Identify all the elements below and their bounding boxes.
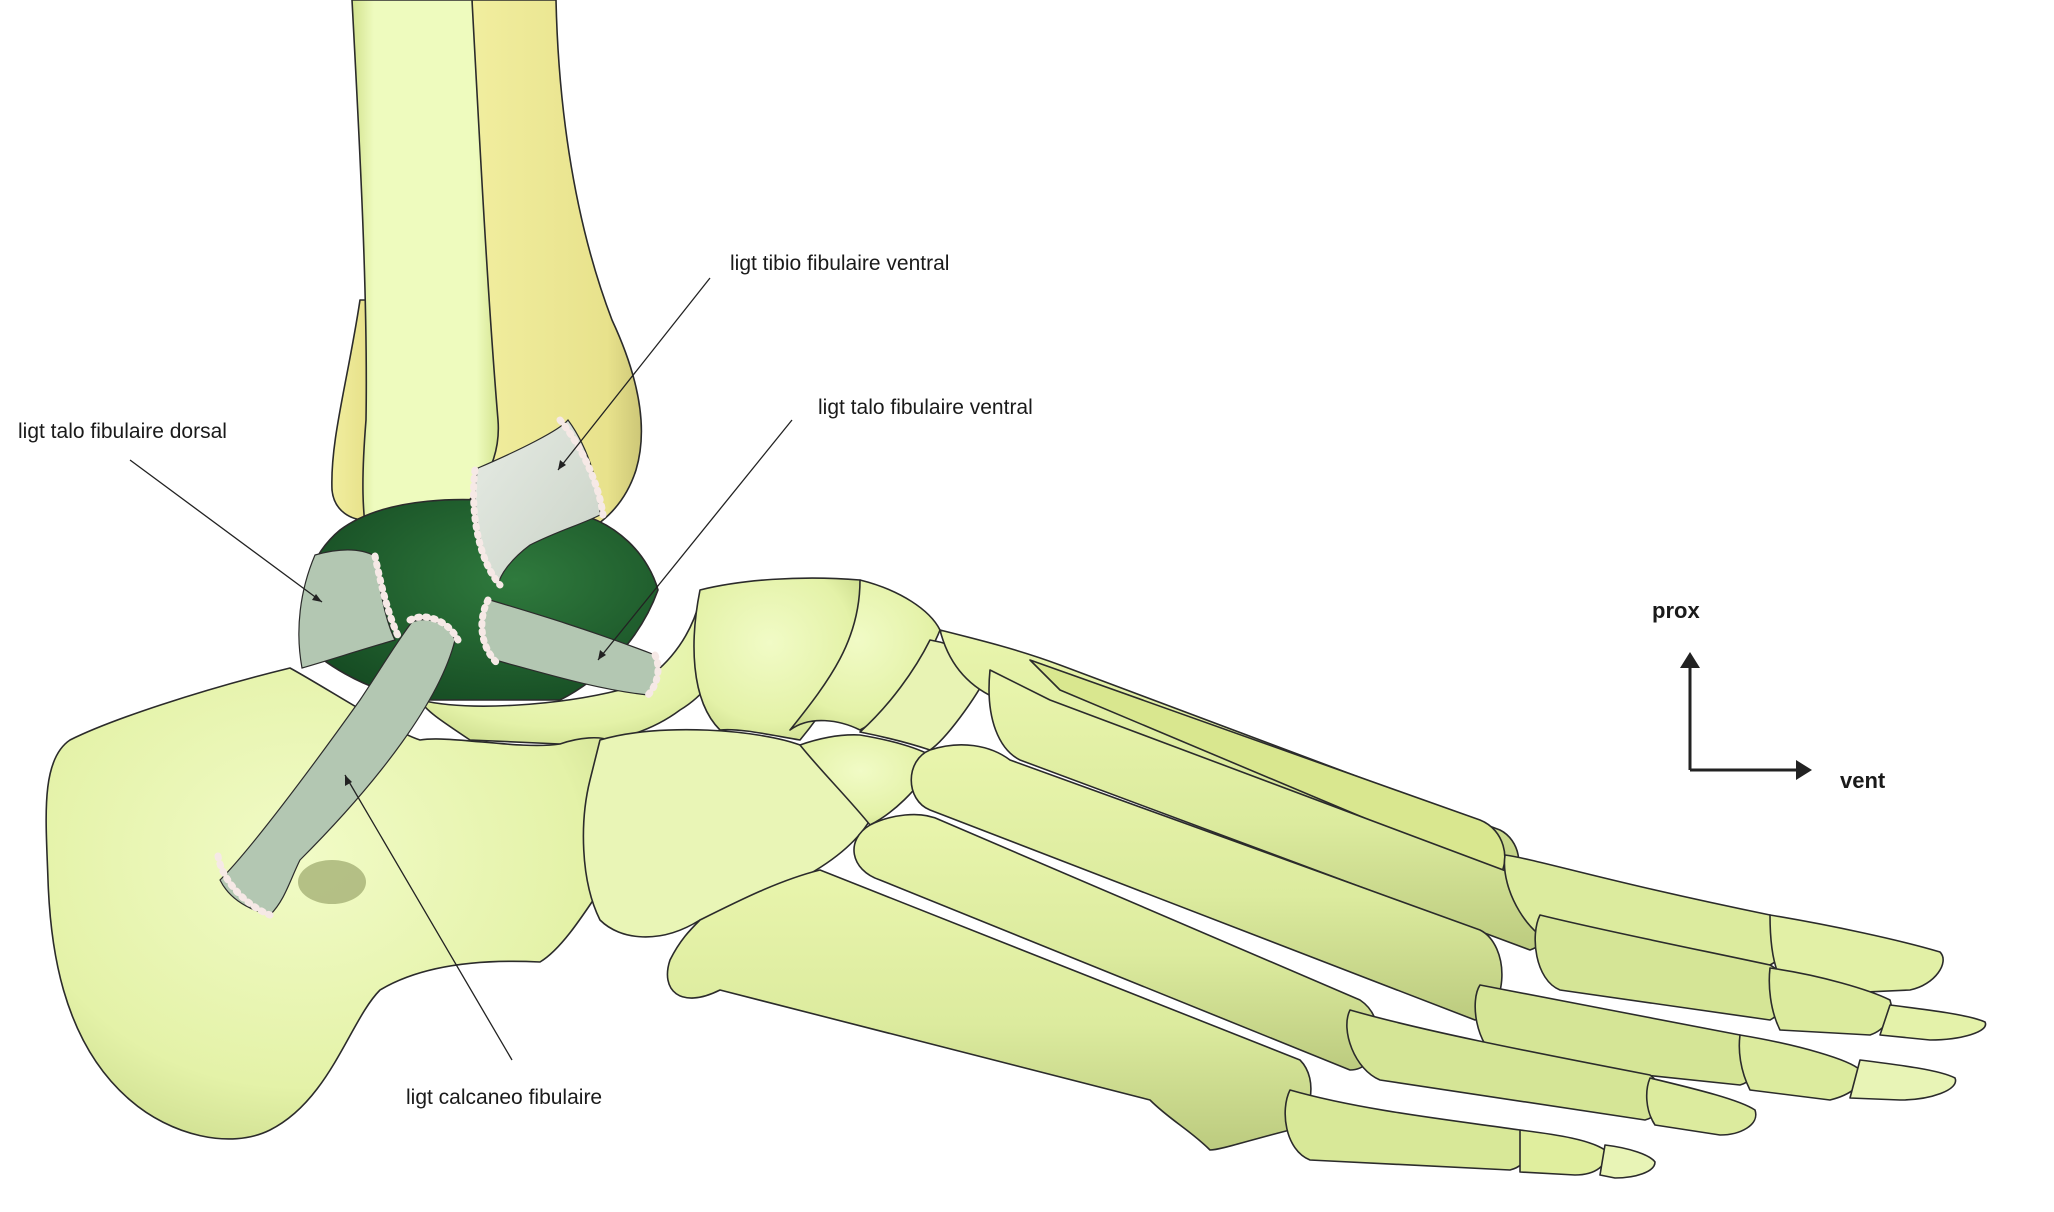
- label-talo-fibulaire-dorsal: ligt talo fibulaire dorsal: [18, 420, 227, 443]
- arrowhead-talo-fibulaire-dorsal: [312, 594, 322, 602]
- ligament-tibio-fibulaire-ventral-fray-b: [470, 466, 504, 589]
- arrowhead-calcaneo-fibulaire: [345, 775, 352, 786]
- ligament-tibio-fibulaire-ventral-fray-a: [556, 416, 607, 519]
- leader-tibio-fibulaire-ventral: [557, 277, 711, 471]
- leader-arrowheads: [312, 460, 606, 786]
- ligament-calcaneo-fibulaire-fray-bottom: [214, 852, 274, 919]
- phalanx-5-middle: [1519, 1129, 1607, 1176]
- orientation-arrow-up-icon: [1680, 652, 1700, 668]
- phalanx-5-proximal: [1284, 1089, 1530, 1171]
- phalanx-3-distal: [1849, 1059, 1957, 1101]
- arrowhead-tibio-fibulaire-ventral: [558, 460, 566, 470]
- label-calcaneo-fibulaire: ligt calcaneo fibulaire: [406, 1086, 602, 1109]
- cuneiform-1: [789, 579, 941, 731]
- arrowhead-talo-fibulaire-ventral: [598, 650, 606, 660]
- leader-lines: [129, 277, 793, 1061]
- orientation-arrow-right-icon: [1796, 760, 1812, 780]
- ligament-talo-fibulaire-ventral-fray-b: [642, 651, 662, 701]
- label-tibio-fibulaire-ventral: ligt tibio fibulaire ventral: [730, 252, 949, 275]
- ligament-talo-fibulaire-dorsal-fray: [371, 552, 404, 644]
- ligament-talo-fibulaire-dorsal: [298, 549, 396, 669]
- leader-calcaneo-fibulaire: [344, 774, 513, 1061]
- label-talo-fibulaire-ventral: ligt talo fibulaire ventral: [818, 396, 1033, 419]
- orientation-label-prox: prox: [1652, 598, 1700, 623]
- orientation-label-vent: vent: [1840, 768, 1886, 793]
- orientation-indicator: prox vent: [1652, 598, 1886, 793]
- phalanx-3-middle: [1738, 1034, 1862, 1101]
- ligament-calcaneo-fibulaire-fray-top: [406, 613, 462, 644]
- phalanx-2-distal: [1879, 1004, 1987, 1041]
- leader-talo-fibulaire-ventral: [597, 419, 793, 661]
- metatarsal-5: [666, 869, 1312, 1151]
- leader-talo-fibulaire-dorsal: [129, 459, 323, 603]
- calcaneus-tubercle-shadow: [298, 860, 366, 904]
- phalanx-5-distal: [1599, 1144, 1656, 1179]
- metatarsal-3: [910, 744, 1503, 1021]
- ligament-talo-fibulaire-ventral-fray-a: [478, 596, 500, 666]
- phalanx-4-middle: [1645, 1077, 1757, 1136]
